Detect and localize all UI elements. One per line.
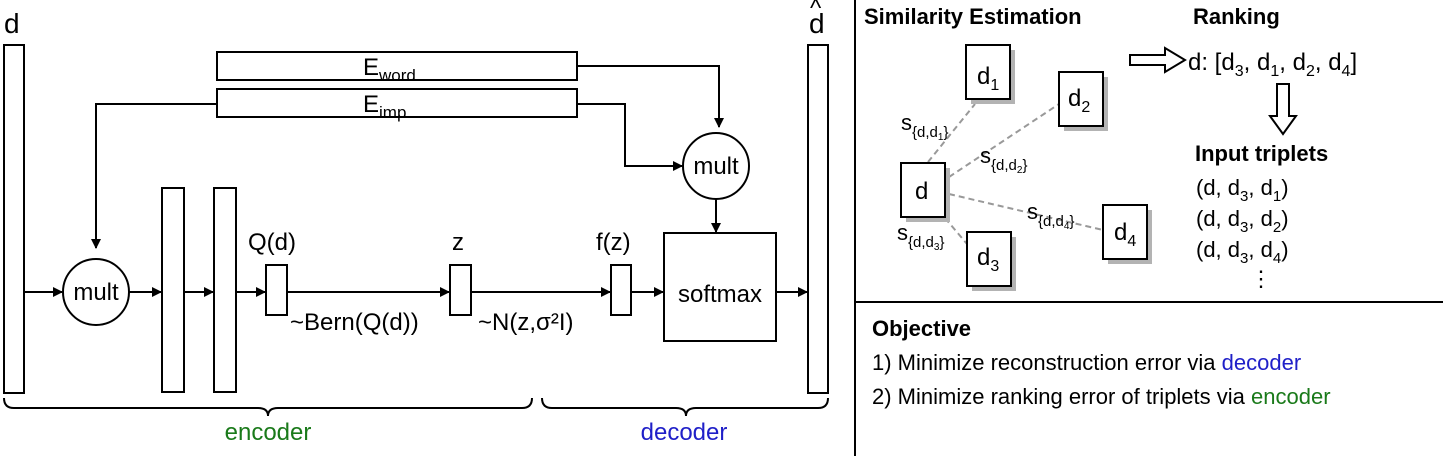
encoder-brace xyxy=(3,397,533,417)
wire-eimp-to-mult-top xyxy=(577,103,683,171)
triplet-row-1: (d, d3, d1) xyxy=(1196,175,1289,205)
input-vector-d xyxy=(3,44,25,394)
triplet-row-3: (d, d3, d4) xyxy=(1196,237,1289,267)
z-label: z xyxy=(452,229,464,256)
sim-score-d4: s{d,d4} xyxy=(1027,199,1074,232)
input-label: d xyxy=(4,8,20,39)
doc-d2-label: d2 xyxy=(1068,85,1090,116)
doc-d-box xyxy=(900,162,946,218)
encoder-hidden-layer-2 xyxy=(213,187,237,393)
objective-line-2: 2) Minimize ranking error of triplets vi… xyxy=(872,384,1331,409)
sim-edge-d4 xyxy=(948,193,1104,231)
fz-node xyxy=(610,264,632,316)
softmax-label: softmax xyxy=(678,281,762,308)
objective-line-1: 1) Minimize reconstruction error via dec… xyxy=(872,350,1301,375)
wire-eword-to-mult-top xyxy=(577,65,724,128)
encoder-label: encoder xyxy=(225,419,312,446)
similarity-title: Similarity Estimation xyxy=(864,4,1082,29)
ranking-list: d: [d3, d1, d2, d4] xyxy=(1188,49,1357,80)
objective-title: Objective xyxy=(872,316,971,341)
decoder-brace xyxy=(541,397,829,417)
sim-edge-d2 xyxy=(948,103,1060,178)
sim-edge-d1 xyxy=(927,103,976,163)
mult-top-label: mult xyxy=(693,153,739,180)
doc-d2-box xyxy=(1058,71,1104,127)
objective-decoder-word: decoder xyxy=(1222,350,1302,375)
fz-label: f(z) xyxy=(596,229,631,256)
e-imp-label: Eimp xyxy=(363,91,406,122)
sim-score-d3: s{d,d3} xyxy=(897,220,944,253)
doc-d-label: d xyxy=(915,178,928,205)
wire-eimp-to-mult-left xyxy=(91,103,217,249)
doc-d4-box xyxy=(1102,204,1148,260)
output-hat-icon: ^ xyxy=(810,0,822,22)
triplet-more-ellipsis: ⋮ xyxy=(1250,266,1272,291)
right-hollow-arrow-icon xyxy=(1129,46,1187,74)
sim-score-d2: s{d,d2} xyxy=(980,143,1027,176)
doc-d3-box xyxy=(966,231,1012,287)
triplets-title: Input triplets xyxy=(1195,141,1328,166)
bern-sampling-label: ~Bern(Q(d)) xyxy=(290,309,419,336)
decoder-label: decoder xyxy=(641,419,728,446)
sim-score-d1: s{d,d1} xyxy=(901,110,948,143)
qd-label: Q(d) xyxy=(248,229,296,256)
doc-d1-box xyxy=(965,44,1011,100)
output-label: d xyxy=(809,8,825,39)
e-word-label: Eword xyxy=(363,54,416,85)
z-node xyxy=(449,264,472,316)
normal-noise-label: ~N(z,σ²I) xyxy=(478,309,573,336)
ranking-title: Ranking xyxy=(1193,4,1280,29)
sim-edge-d3 xyxy=(944,217,968,245)
encoder-hidden-layer-1 xyxy=(161,187,185,393)
doc-d3-label: d3 xyxy=(977,244,999,275)
softmax-node xyxy=(663,232,777,342)
qd-node xyxy=(265,264,288,316)
e-word-bar xyxy=(216,51,578,81)
doc-d4-label: d4 xyxy=(1114,219,1136,250)
output-vector-d-hat xyxy=(807,44,829,394)
objective-encoder-word: encoder xyxy=(1251,384,1331,409)
doc-d1-label: d1 xyxy=(977,63,999,94)
mult-left-label: mult xyxy=(73,279,119,306)
down-hollow-arrow-icon xyxy=(1268,83,1298,136)
triplet-row-2: (d, d3, d2) xyxy=(1196,206,1289,236)
